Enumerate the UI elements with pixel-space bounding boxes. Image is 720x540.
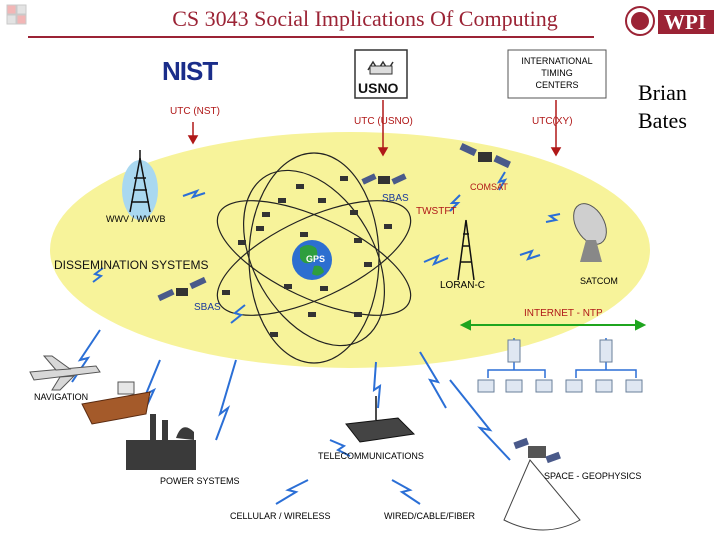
- wwv-tower-icon: [122, 150, 158, 220]
- loranc-label: LORAN-C: [440, 280, 486, 291]
- ship-icon: [81, 381, 151, 425]
- cellular-wireless-label: CELLULAR / WIRELESS: [230, 511, 331, 521]
- dissemination-ellipse: [50, 132, 650, 368]
- loran-tower-icon: [457, 219, 475, 281]
- nist-logo-text: NIST: [162, 56, 218, 86]
- title-bullet-icon: [6, 4, 28, 26]
- telecom-device-icon: [345, 396, 416, 443]
- sbas-left-satellite-icon: [157, 276, 207, 302]
- itc-line-1: INTERNATIONAL: [521, 56, 593, 66]
- sbas-top-label: SBAS: [382, 193, 409, 204]
- nist-logo: [158, 58, 228, 88]
- itc-box: [507, 49, 607, 99]
- wpi-logo: WPI: [624, 4, 716, 38]
- satcom-label: SATCOM: [580, 276, 618, 286]
- itc-line-3: CENTERS: [535, 80, 579, 90]
- utc-nist-label: UTC (NST): [170, 106, 220, 117]
- power-systems-label: POWER SYSTEMS: [160, 476, 240, 486]
- space-satellite-icon: [503, 437, 581, 531]
- usno-logo-text: USNO: [358, 80, 399, 96]
- page-title: CS 3043 Social Implications Of Computing: [172, 6, 558, 31]
- wpi-seal-icon: [625, 6, 714, 36]
- wired-cable-label: WIRED/CABLE/FIBER: [384, 511, 476, 521]
- telecom-label: TELECOMMUNICATIONS: [318, 451, 424, 461]
- earth-globe-icon: [292, 240, 332, 280]
- airplane-icon: [29, 355, 101, 391]
- sbas-top-satellite-icon: [361, 173, 407, 185]
- navigation-label: NAVIGATION: [34, 392, 89, 402]
- wwv-label: WWV / WWVB: [106, 214, 166, 224]
- comsat-label: COMSAT: [470, 182, 508, 192]
- utc-xy-label: UTC(XY): [532, 116, 573, 127]
- power-plant-icon: [126, 414, 196, 470]
- wpi-logo-text: WPI: [664, 10, 706, 34]
- internet-ntp-line: [459, 319, 647, 331]
- dissemination-label: DISSEMINATION SYSTEMS: [54, 258, 209, 272]
- comsat-satellite-icon: [459, 142, 511, 169]
- gps-label: GPS: [306, 254, 326, 264]
- space-geophysics-label: SPACE - GEOPHYSICS: [544, 471, 642, 481]
- internet-ntp-label: INTERNET - NTP: [524, 308, 603, 319]
- itc-line-2: TIMING: [541, 68, 573, 78]
- author-first-name: Brian: [638, 80, 687, 105]
- twstft-label: TWSTFT: [416, 206, 457, 217]
- sbas-left-label: SBAS: [194, 302, 221, 313]
- title-underline: [28, 36, 594, 38]
- satcom-dish-icon: [573, 203, 607, 262]
- usno-emblem-icon: [354, 49, 408, 99]
- utc-usno-label: UTC (USNO): [354, 116, 413, 127]
- author-last-name: Bates: [638, 108, 687, 133]
